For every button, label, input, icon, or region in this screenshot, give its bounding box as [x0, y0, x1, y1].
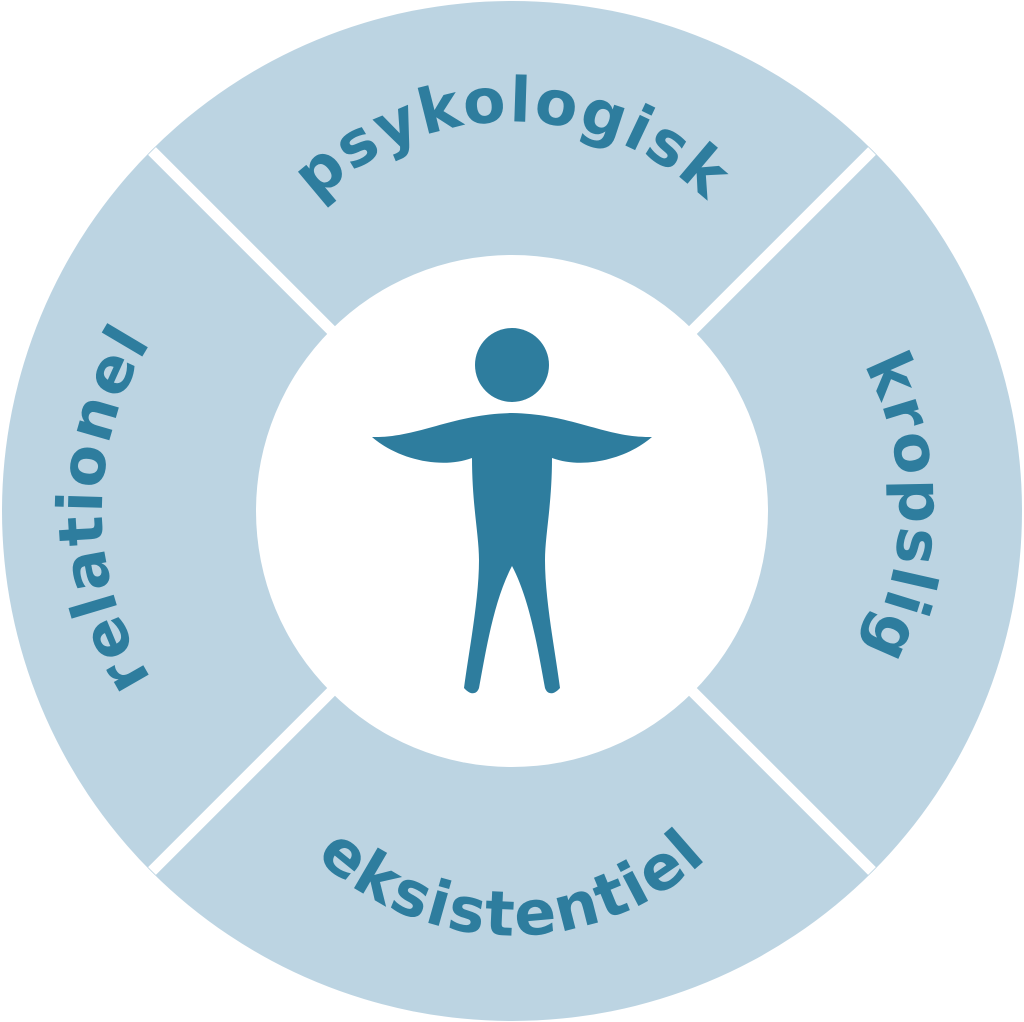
divider-bottom-right — [675, 674, 876, 875]
segment-dividers — [148, 147, 876, 875]
person-head — [475, 328, 549, 402]
divider-bottom-left — [148, 674, 349, 875]
person-icon — [372, 328, 652, 694]
person-body — [372, 413, 652, 694]
divider-top-left — [148, 147, 349, 348]
divider-top-right — [675, 147, 876, 348]
